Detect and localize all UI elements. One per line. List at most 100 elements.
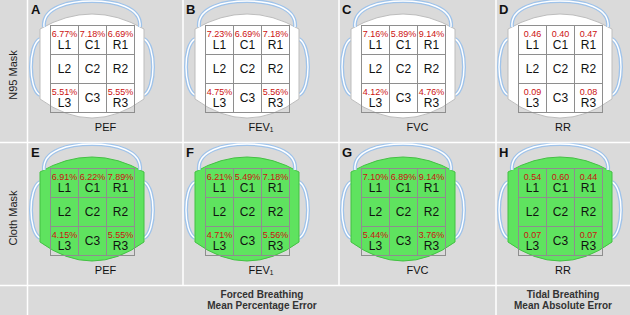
error-value: 5.55% <box>108 230 134 240</box>
grid-cell: 7.89%R1 <box>106 168 135 198</box>
grid-cell: L2 <box>518 197 547 227</box>
grid-cell: L2 <box>50 197 79 227</box>
grid-cell: 7.18%C1 <box>78 25 107 55</box>
region-label: R3 <box>424 240 439 253</box>
region-label: R3 <box>268 97 283 110</box>
region-label: R1 <box>581 39 596 52</box>
region-label: R3 <box>268 240 283 253</box>
grid-cell: R2 <box>574 197 603 227</box>
region-label: L3 <box>213 240 226 253</box>
grid-cell: L2 <box>50 54 79 84</box>
grid-cell: 6.89%C1 <box>389 168 418 198</box>
grid-cell: 6.69%C1 <box>233 25 262 55</box>
region-label: C2 <box>396 63 411 76</box>
region-label: R3 <box>113 97 128 110</box>
grid-cell: 6.21%L1 <box>205 168 234 198</box>
panel: CFVC7.16%L15.89%C19.14%R1L2C2R24.12%L3C3… <box>339 0 496 142</box>
region-label: C2 <box>396 206 411 219</box>
error-value: 0.08 <box>580 87 598 97</box>
grid-cell: C2 <box>389 54 418 84</box>
grid-cell: R2 <box>261 54 290 84</box>
error-value: 6.69% <box>235 29 261 39</box>
error-value: 4.71% <box>207 230 233 240</box>
grid-cell: C2 <box>546 54 575 84</box>
region-label: L2 <box>213 63 226 76</box>
grid-cell: 5.51%L3 <box>50 83 79 113</box>
cloth-mask <box>342 144 464 261</box>
grid-cell: C3 <box>78 226 107 256</box>
region-label: C3 <box>240 92 255 105</box>
error-value: 5.55% <box>108 87 134 97</box>
grid-cell: 0.07L3 <box>518 226 547 256</box>
grid-cell: R2 <box>417 54 446 84</box>
grid-cell: C2 <box>546 197 575 227</box>
region-label: C3 <box>553 92 568 105</box>
region-label: C3 <box>85 92 100 105</box>
grid-cell: C3 <box>233 226 262 256</box>
grid-cell: 3.76%R3 <box>417 226 446 256</box>
error-value: 7.23% <box>207 29 233 39</box>
error-value: 5.89% <box>391 29 417 39</box>
n95-mask <box>31 1 153 118</box>
grid-cell: 9.14%R1 <box>417 168 446 198</box>
error-value: 0.07 <box>524 230 542 240</box>
region-label: C2 <box>240 206 255 219</box>
panel-letter: B <box>186 2 195 17</box>
error-value: 0.40 <box>552 29 570 39</box>
grid-cell: C3 <box>546 226 575 256</box>
metric-caption: FVC <box>407 264 429 277</box>
error-value: 5.56% <box>263 87 289 97</box>
error-value: 4.15% <box>52 230 78 240</box>
grid-cell: C3 <box>233 83 262 113</box>
region-label: R1 <box>581 182 596 195</box>
panel: APEF6.77%L17.18%C16.69%R1L2C2R25.51%L3C3… <box>28 0 183 142</box>
grid-cell: L2 <box>205 197 234 227</box>
grid-cell: 7.23%L1 <box>205 25 234 55</box>
region-label: L3 <box>213 97 226 110</box>
grid-cell: 0.40C1 <box>546 25 575 55</box>
region-label: C1 <box>396 182 411 195</box>
cloth-mask <box>31 144 153 261</box>
region-label: L1 <box>369 39 382 52</box>
region-label: R3 <box>424 97 439 110</box>
grid-cell: 0.47R1 <box>574 25 603 55</box>
metric-caption: FEV₁ <box>248 264 273 277</box>
grid-cell: 9.14%R1 <box>417 25 446 55</box>
error-value: 0.47 <box>580 29 598 39</box>
error-value: 6.89% <box>391 172 417 182</box>
grid-cell: L2 <box>361 197 390 227</box>
error-value: 4.12% <box>363 87 389 97</box>
panel: EPEF6.91%L16.22%C17.89%R1L2C2R24.15%L3C3… <box>28 143 183 285</box>
panel-letter: F <box>186 145 194 160</box>
grid-cell: C2 <box>233 54 262 84</box>
region-label: R2 <box>268 206 283 219</box>
error-value: 0.54 <box>524 172 542 182</box>
grid-cell: 7.18%R1 <box>261 168 290 198</box>
grid-cell: 4.76%R3 <box>417 83 446 113</box>
error-value: 7.16% <box>363 29 389 39</box>
grid-cell: 5.56%R3 <box>261 83 290 113</box>
region-label: C3 <box>240 235 255 248</box>
grid-cell: 7.18%R1 <box>261 25 290 55</box>
region-label: C3 <box>553 235 568 248</box>
region-label: L2 <box>58 63 71 76</box>
region-label: L1 <box>213 182 226 195</box>
region-label: R2 <box>424 206 439 219</box>
region-label: L1 <box>369 182 382 195</box>
grid-cell: 4.15%L3 <box>50 226 79 256</box>
error-value: 9.14% <box>419 29 445 39</box>
error-value: 9.14% <box>419 172 445 182</box>
error-value: 7.89% <box>108 172 134 182</box>
n95-mask <box>499 1 621 118</box>
error-value: 0.07 <box>580 230 598 240</box>
region-label: C2 <box>553 206 568 219</box>
grid-cell: 4.12%L3 <box>361 83 390 113</box>
region-label: C1 <box>85 39 100 52</box>
n95-mask <box>186 1 308 118</box>
region-label: R2 <box>581 206 596 219</box>
panel-letter: A <box>31 2 40 17</box>
error-value: 6.77% <box>52 29 78 39</box>
region-label: C3 <box>396 92 411 105</box>
